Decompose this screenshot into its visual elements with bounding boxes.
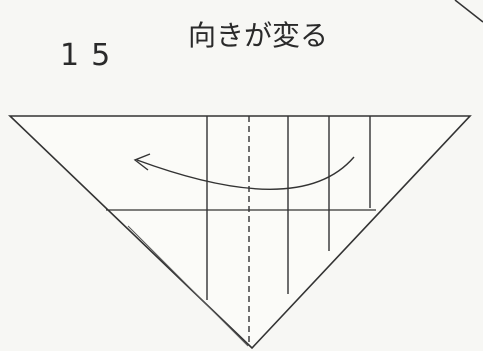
step-number: 15 — [60, 38, 123, 73]
paper-edge-double — [127, 225, 249, 347]
turn-over-arrow — [136, 156, 355, 190]
step-caption: 向きが変る — [188, 19, 329, 52]
paper-triangle — [8, 115, 472, 350]
adjacent-diagram-corner — [454, 0, 483, 23]
arrow-head-icon — [133, 153, 151, 171]
